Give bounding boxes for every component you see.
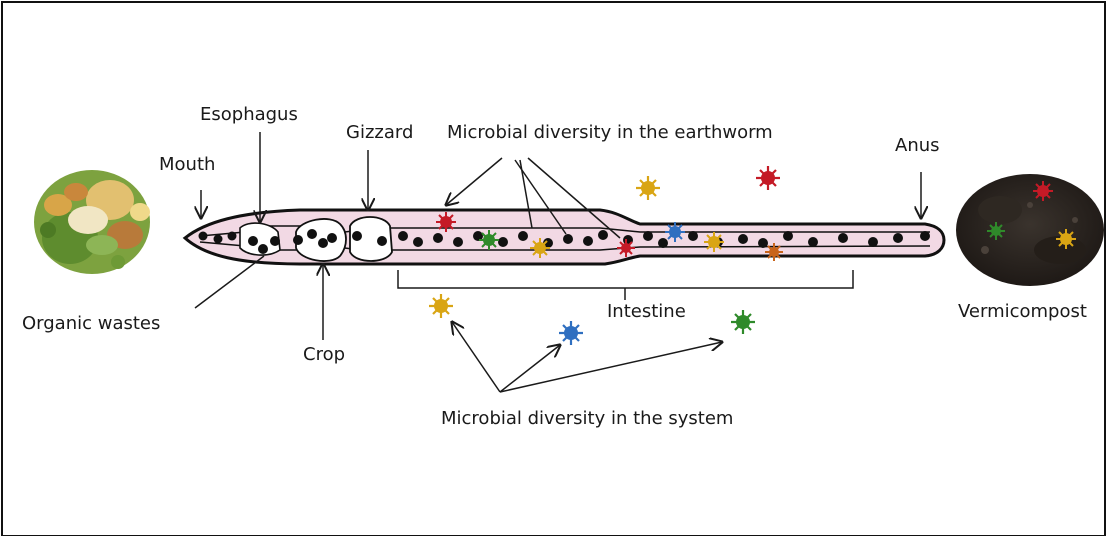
label-vermicompost: Vermicompost — [958, 303, 1087, 321]
label-esophagus: Esophagus — [200, 106, 298, 124]
label-microbial-diversity-system: Microbial diversity in the system — [441, 410, 733, 428]
label-microbial-diversity-earthworm: Microbial diversity in the earthworm — [447, 124, 773, 142]
label-anus: Anus — [895, 137, 940, 155]
vermicompost-pile — [956, 174, 1104, 286]
organic-wastes-pile — [34, 170, 150, 274]
label-organic-wastes: Organic wastes — [22, 315, 160, 333]
label-gizzard: Gizzard — [346, 124, 413, 142]
label-mouth: Mouth — [159, 156, 215, 174]
label-intestine: Intestine — [607, 303, 686, 321]
label-crop: Crop — [303, 346, 345, 364]
